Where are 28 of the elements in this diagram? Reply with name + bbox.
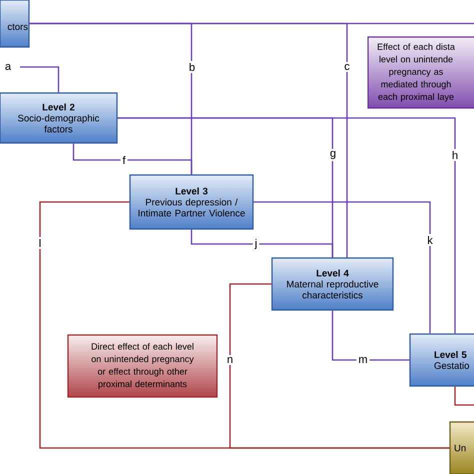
level-box: ctors: [0, 0, 30, 48]
edge-label: h: [450, 149, 460, 161]
edge-label: f: [120, 154, 128, 166]
edge-label: c: [342, 62, 352, 72]
level-box: Level 3 Previous depression / Intimate Partner Violence: [129, 174, 254, 230]
connector-line: [72, 144, 192, 174]
connector-line: [229, 283, 450, 449]
edge-label: b: [186, 60, 198, 74]
level-box: Level 4 Maternal reproductive characteristics: [271, 257, 394, 311]
connector-line: [30, 22, 474, 24]
connector-line: [332, 310, 410, 361]
legend-box: Effect of each dista level on unintende pregnancy as mediated through each proximal laye: [367, 36, 474, 109]
edge-label: j: [252, 236, 260, 252]
connector-line: [190, 230, 334, 258]
level-box: Level 5 Gestatio: [409, 333, 474, 387]
connector-line: [454, 386, 474, 406]
edge-label: l: [36, 237, 44, 249]
level-box: Un: [449, 421, 474, 474]
edge-label: a: [2, 62, 14, 72]
edge-label: n: [224, 355, 236, 365]
connector-line: [20, 66, 60, 92]
edge-label: m: [356, 355, 370, 365]
connector-line: [254, 201, 431, 334]
edge-label: g: [328, 148, 338, 162]
level-box: Level 2 Socio-demographic factors: [0, 92, 118, 144]
connector-line: [118, 117, 456, 334]
legend-box: Direct effect of each level on unintended pregnancy or effect through other proximal determinants: [67, 334, 218, 398]
edge-label: k: [425, 234, 435, 246]
